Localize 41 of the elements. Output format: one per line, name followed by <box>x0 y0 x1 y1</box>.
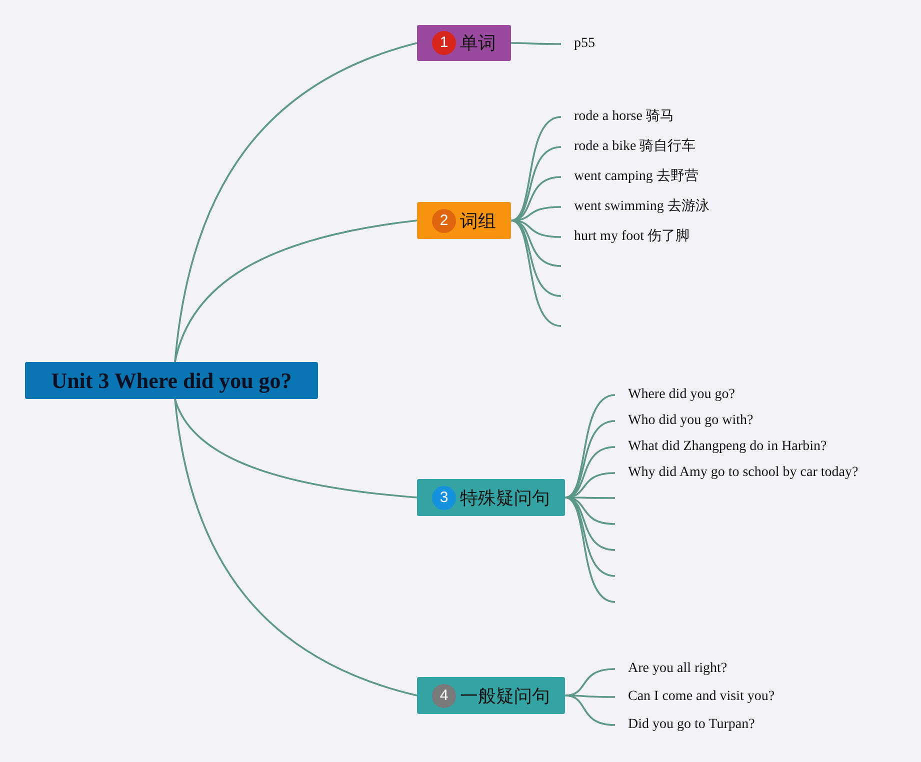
number-badge: 2 <box>432 208 456 232</box>
leaf-text: What did Zhangpeng do in Harbin? <box>628 438 827 456</box>
branch-line <box>510 220 562 297</box>
branch-box <box>417 25 511 61</box>
leaf-text: Why did Amy go to school by car today? <box>628 464 858 482</box>
branch-box <box>417 202 511 239</box>
branch-label: 一般疑问句 <box>460 684 550 708</box>
leaf-text: went camping 去野营 <box>574 168 698 186</box>
leaf-text: p55 <box>574 35 595 53</box>
connector-line <box>564 420 616 498</box>
branch-line <box>564 496 616 603</box>
number-badge: 3 <box>432 486 456 510</box>
branch-box <box>417 677 565 714</box>
branch-label: 单词 <box>460 32 496 55</box>
branch-label: 特殊疑问句 <box>460 486 550 510</box>
connector-line <box>510 116 562 222</box>
leaf-text: Can I come and visit you? <box>628 688 775 706</box>
connector-line <box>564 694 616 726</box>
leaf-text: Where did you go? <box>628 386 735 404</box>
branch-line <box>564 496 616 577</box>
leaf-text: rode a horse 骑马 <box>574 108 674 126</box>
connector-line <box>174 42 418 362</box>
branch-line <box>510 220 562 327</box>
number-badge: 1 <box>432 31 456 55</box>
connector-line <box>511 42 561 45</box>
number-badge: 4 <box>432 684 456 708</box>
connector-line <box>564 394 616 498</box>
branch-box <box>417 479 565 516</box>
connector-line <box>174 220 418 362</box>
leaf-text: went swimming 去游泳 <box>574 198 710 216</box>
connector-line <box>510 146 562 222</box>
leaf-text: Did you go to Turpan? <box>628 716 755 734</box>
leaf-text: Who did you go with? <box>628 412 754 430</box>
branch-label: 词组 <box>460 210 496 232</box>
leaf-text: Are you all right? <box>628 660 728 678</box>
connector-line <box>174 398 418 498</box>
leaf-text: hurt my foot 伤了脚 <box>574 228 690 246</box>
topic-box: Unit 3 Where did you go? <box>25 362 318 399</box>
connector-line <box>565 694 615 698</box>
leaf-text: rode a bike 骑自行车 <box>574 138 696 156</box>
connector-line <box>174 398 418 696</box>
